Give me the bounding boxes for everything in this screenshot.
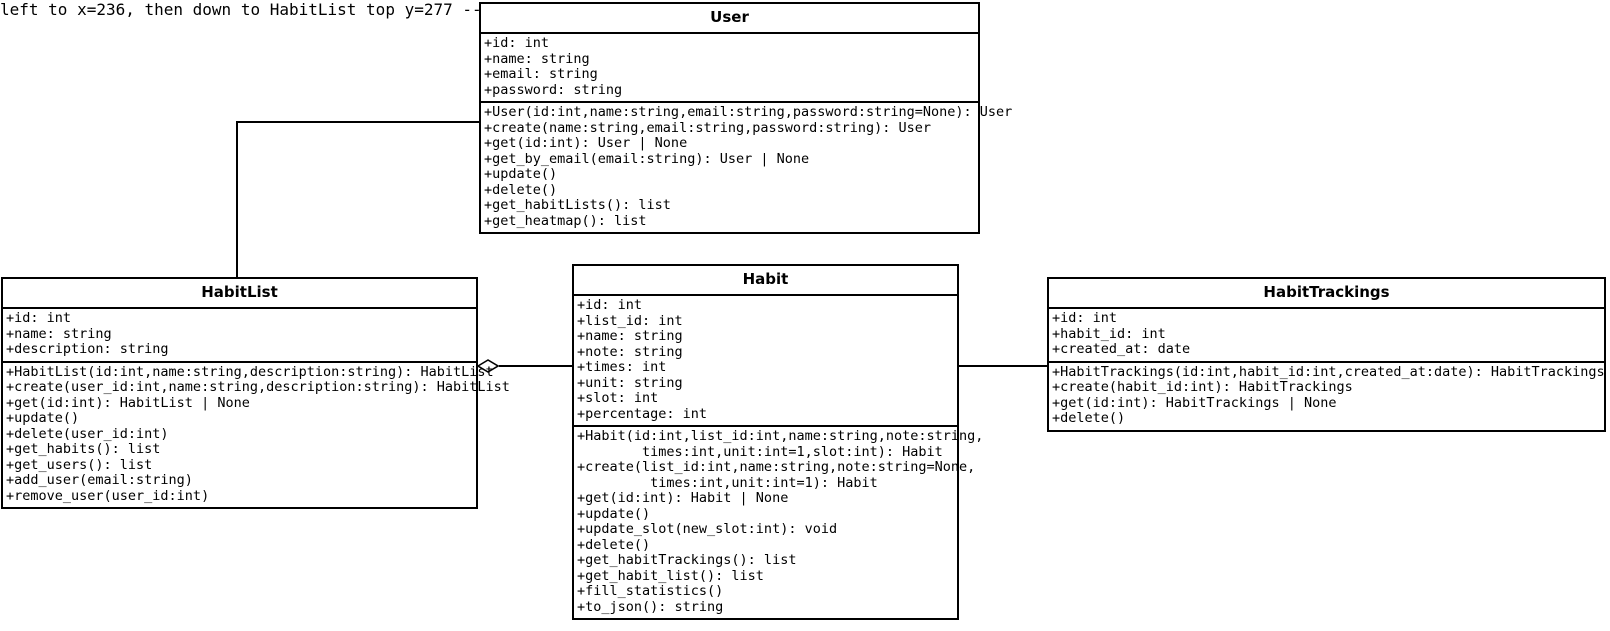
connector-user-habitlist-vertical (236, 121, 238, 279)
method: +add_user(email:string) (6, 472, 193, 488)
class-attributes-habit: +id: int +list_id: int +name: string +no… (574, 296, 957, 427)
attribute: +id: int (6, 310, 72, 326)
attribute: +list_id: int (577, 312, 683, 329)
attribute: +description: string (6, 341, 169, 357)
attribute: +email: string (484, 66, 598, 82)
method: +update() (577, 505, 651, 522)
class-attributes-habittrackings: +id: int +habit_id: int +created_at: dat… (1049, 309, 1604, 363)
class-methods-habit: +Habit(id:int,list_id:int,name:string,no… (574, 427, 984, 618)
method: +create(list_id:int,name:string,note:str… (577, 459, 976, 475)
method: +get_habitLists(): list (484, 197, 671, 213)
method: +HabitTrackings(id:int,habit_id:int,crea… (1052, 363, 1605, 380)
method: +remove_user(user_id:int) (6, 487, 210, 504)
method: +get_habits(): list (6, 441, 161, 457)
connector-habitlist-habit (499, 365, 573, 367)
class-box-habitlist[interactable]: HabitList +id: int +name: string +descri… (1, 277, 510, 509)
attribute: +name: string (577, 328, 683, 344)
method: +get(id:int): HabitList | None (6, 394, 250, 411)
method: +create(habit_id:int): HabitTrackings (1052, 379, 1353, 395)
method: +get_by_email(email:string): User | None (484, 150, 810, 167)
method: +get(id:int): User | None (484, 135, 688, 151)
method: +create(name:string,email:string,passwor… (484, 119, 932, 136)
method: +create(user_id:int,name:string,descript… (6, 379, 510, 395)
class-title-user: User (481, 4, 978, 34)
attribute: +name: string (6, 325, 112, 342)
class-methods-habittrackings: +HabitTrackings(id:int,habit_id:int,crea… (1049, 363, 1605, 430)
attribute: +id: int (484, 35, 550, 51)
method: +get_heatmap(): list (484, 212, 647, 229)
attribute: +times: int (577, 359, 667, 375)
method: +fill_statistics() (577, 583, 724, 599)
class-attributes-habitlist: +id: int +name: string +description: str… (3, 309, 476, 363)
attribute: +unit: string (577, 374, 683, 391)
class-box-user[interactable]: User +id: int +name: string +email: stri… (479, 2, 1013, 234)
aggregation-diamond-icon (477, 359, 499, 373)
attribute: +password: string (484, 81, 623, 98)
class-methods-user: +User(id:int,name:string,email:string,pa… (481, 103, 1013, 232)
method: +get_habitTrackings(): list (577, 552, 797, 568)
attribute: +slot: int (577, 390, 659, 406)
connector-habit-habittrackings (957, 365, 1049, 367)
method: +update_slot(new_slot:int): void (577, 521, 838, 537)
class-title-habittrackings: HabitTrackings (1049, 279, 1604, 309)
attribute: +habit_id: int (1052, 325, 1166, 342)
method-continuation: times:int,unit:int=1,slot:int): Habit (577, 443, 943, 460)
class-box-habittrackings[interactable]: HabitTrackings +id: int +habit_id: int +… (1047, 277, 1606, 432)
method: +get_users(): list (6, 456, 153, 473)
attribute: +created_at: date (1052, 341, 1191, 357)
connector-user-habitlist-horizontal (236, 121, 480, 123)
method: +Habit(id:int,list_id:int,name:string,no… (577, 428, 984, 444)
method: +update() (484, 166, 558, 182)
attribute: +percentage: int (577, 405, 708, 422)
method: +delete(user_id:int) (6, 425, 169, 442)
attribute: +id: int (577, 297, 643, 313)
method: +delete() (577, 536, 651, 553)
class-box-habit[interactable]: Habit +id: int +list_id: int +name: stri… (572, 264, 984, 620)
method: +HabitList(id:int,name:string,descriptio… (6, 363, 494, 380)
method: +get_habit_list(): list (577, 567, 764, 584)
method-continuation: times:int,unit:int=1): Habit (577, 474, 878, 491)
class-title-habitlist: HabitList (3, 279, 476, 309)
method: +get(id:int): HabitTrackings | None (1052, 394, 1337, 411)
attribute: +name: string (484, 50, 590, 67)
attribute: +note: string (577, 343, 683, 360)
class-methods-habitlist: +HabitList(id:int,name:string,descriptio… (3, 363, 510, 508)
method: +get(id:int): Habit | None (577, 490, 789, 506)
attribute: +id: int (1052, 310, 1118, 326)
class-title-habit: Habit (574, 266, 957, 296)
method: +update() (6, 410, 80, 426)
method: +User(id:int,name:string,email:string,pa… (484, 104, 1013, 120)
method: +to_json(): string (577, 598, 724, 615)
method: +delete() (1052, 410, 1126, 426)
method: +delete() (484, 181, 558, 198)
class-attributes-user: +id: int +name: string +email: string +p… (481, 34, 978, 103)
